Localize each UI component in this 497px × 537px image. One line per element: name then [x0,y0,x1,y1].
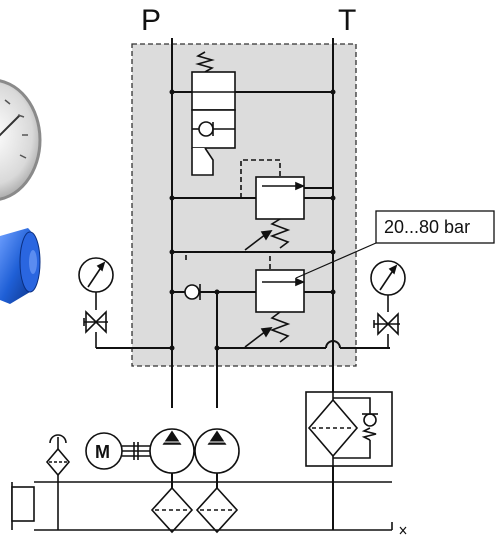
breather-icon [45,434,71,530]
motor-icon: M [85,432,150,470]
pump-right [194,428,240,474]
port-t-label: T [338,4,356,37]
photo-blue-part [0,228,41,304]
junction-dots [169,89,336,351]
pump-lines [171,473,218,488]
check-valve-icon [184,284,201,300]
pressure-gauge-left [78,257,114,348]
pressure-setting-callout: 20...80 bar [295,210,495,279]
tank [11,481,407,535]
directional-valve [191,51,236,176]
pump-left [149,428,196,474]
suction-filter-right [195,486,239,534]
return-filter [305,391,393,467]
port-p-label: P [141,4,161,37]
pressure-setting-label: 20...80 bar [384,217,470,237]
photo-gauge-fragment [0,79,42,201]
suction-filter-left [150,486,194,534]
relief-valve-lower [185,251,306,348]
pressure-gauge-right [370,260,406,348]
motor-label: M [95,442,110,462]
relief-valve-upper [240,159,306,251]
valve-block [131,43,357,367]
